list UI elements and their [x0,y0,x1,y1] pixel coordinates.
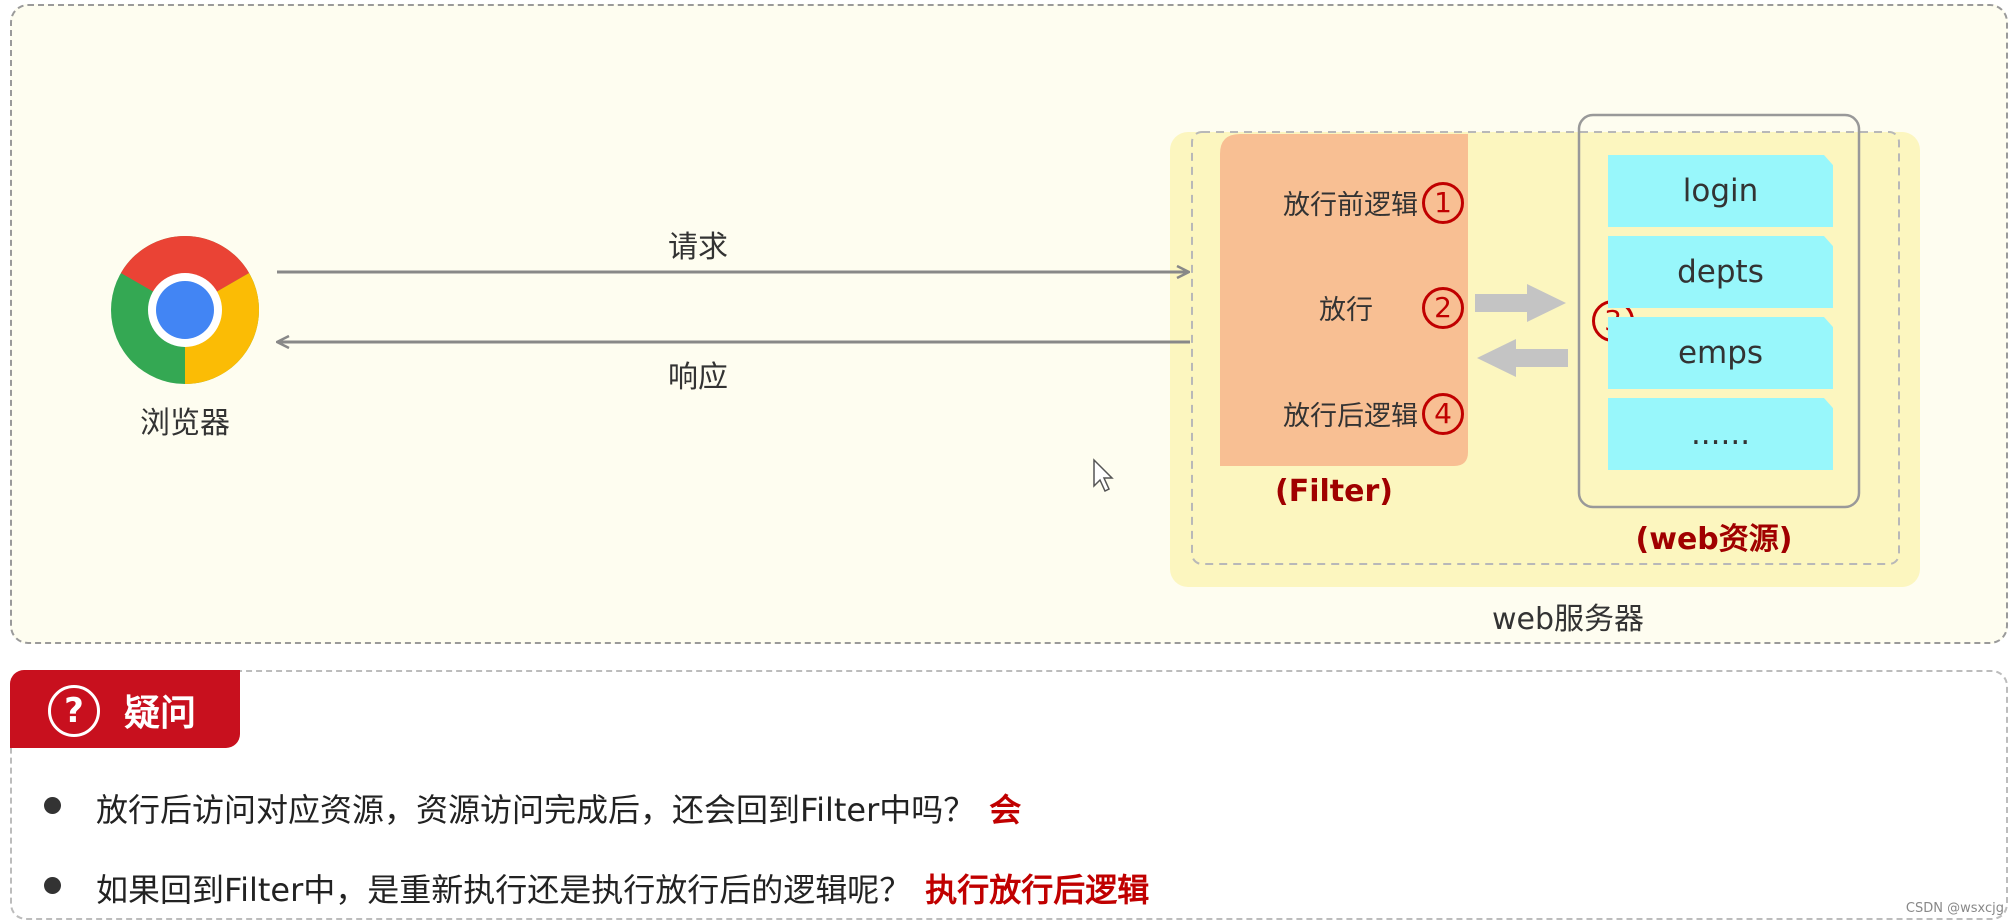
resource-caption: (web资源) [1635,522,1793,557]
resource-login: login [1608,155,1833,227]
resource-depts: depts [1608,236,1833,308]
question-circle-icon: ? [48,685,100,737]
filter-box [1220,134,1468,466]
resource-emps: emps [1608,317,1833,389]
question-text: 如果回到Filter中，是重新执行还是执行放行后的逻辑呢？ [96,871,912,909]
filter-caption: (Filter) [1275,474,1393,509]
mouse-cursor-icon [1093,458,1114,493]
filter-step-pass-label: 放行 [1319,295,1373,326]
step-number-2: 2 [1422,287,1464,329]
bullet-dot [44,877,61,894]
browser-label: 浏览器 [140,406,230,441]
bullet-dot [44,797,61,814]
forward-block-arrow [1475,284,1566,322]
response-label: 响应 [668,360,728,395]
question-item-1: 放行后访问对应资源，资源访问完成后，还会回到Filter中吗？ 会 [96,785,1021,831]
request-label: 请求 [668,230,728,265]
question-text: 放行后访问对应资源，资源访问完成后，还会回到Filter中吗？ [96,791,976,829]
resource-container [1577,113,1861,509]
question-item-2: 如果回到Filter中，是重新执行还是执行放行后的逻辑呢？ 执行放行后逻辑 [96,865,1149,911]
backward-block-arrow [1477,339,1568,377]
question-title: 疑问 [124,693,197,734]
filter-step-post-label: 放行后逻辑 [1283,401,1418,432]
step-number-4: 4 [1422,393,1464,435]
chrome-browser-icon [111,235,260,384]
question-panel [10,670,2008,920]
step-number-1: 1 [1422,182,1464,224]
watermark: CSDN @wsxcjg [1905,901,2004,916]
resource-more: ...... [1608,398,1833,470]
question-answer: 会 [989,791,1022,829]
filter-step-pre-label: 放行前逻辑 [1283,190,1418,221]
web-server-inner-border [1191,131,1900,565]
question-answer: 执行放行后逻辑 [925,871,1150,909]
web-server-label: web服务器 [1491,602,1645,637]
